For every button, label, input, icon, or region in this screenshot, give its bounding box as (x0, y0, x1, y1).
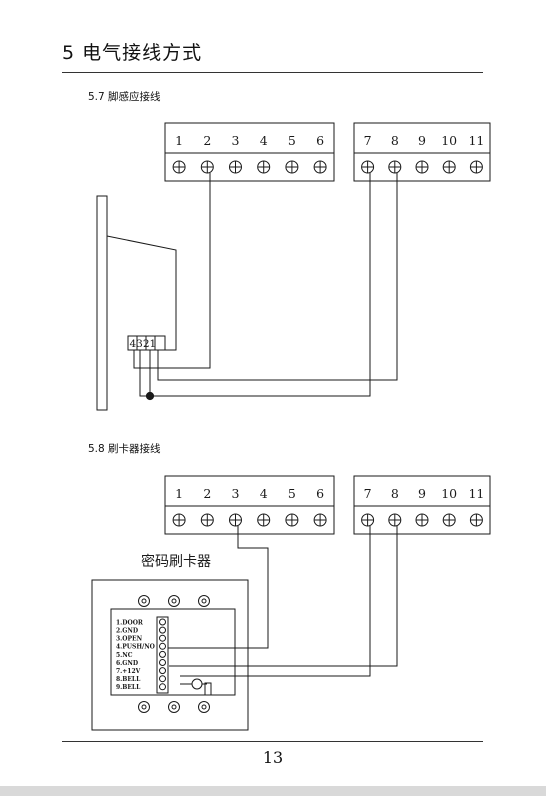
junction-dot (145, 391, 155, 401)
screw-terminal-icon (442, 160, 456, 174)
section-title-foot-sensor: 5.7 脚感应接线 (88, 91, 161, 103)
reader-terminal-strip (156, 616, 169, 694)
screw-terminal-icon (229, 513, 242, 527)
screw-terminal-icon (313, 160, 327, 174)
screw-terminal-icon (313, 513, 327, 527)
screw-terminal-icon (388, 160, 402, 174)
terminal-label: 10 (441, 486, 457, 501)
terminal-label: 7 (364, 133, 372, 148)
screw-terminal-icon (285, 160, 299, 174)
screw-terminal-icon (361, 160, 375, 174)
reader-pin-hole (159, 642, 166, 650)
reader-pin-label: 5.NC (116, 652, 133, 659)
terminal-label: 11 (468, 486, 484, 501)
screw-terminal-icon (415, 160, 429, 174)
terminal-label: 7 (364, 486, 372, 501)
reader-pin-labels: 1.DOOR 2.GND3.OPEN4.PUSH/NO5.NC6.GND7.+12… (116, 619, 155, 691)
terminal-label: 1 (175, 133, 183, 148)
chapter-title: 5 电气接线方式 (62, 42, 203, 64)
terminal-label: 1 (175, 486, 183, 501)
screw-terminal-icon (172, 513, 186, 527)
terminal-label: 6 (316, 133, 324, 148)
screw-terminal-icon (257, 160, 271, 174)
terminal-label: 8 (391, 486, 399, 501)
terminal-label: 4 (260, 133, 268, 148)
section-title-card-reader: 5.8 刷卡器接线 (88, 443, 161, 455)
reader-pin-label: 3.OPEN (116, 636, 143, 643)
reader-pin-label: 2.GND (116, 628, 138, 635)
screw-terminal-icon (415, 513, 429, 527)
reader-pin-hole (159, 675, 166, 683)
terminal-block-right-2: 7 8 9 10 11 (353, 475, 491, 535)
page-number: 13 (262, 748, 284, 767)
card-reader-device (91, 579, 249, 731)
sensor-connector-label: 4321 (130, 338, 157, 350)
screw-terminal-icon (200, 513, 214, 527)
screw-terminal-icon (229, 160, 242, 174)
screw-terminal-icon (442, 513, 456, 527)
terminal-label: 5 (288, 133, 296, 148)
card-reader-title: 密码刷卡器 (141, 553, 211, 570)
reader-pin-label: 7.+12V (116, 668, 141, 675)
terminal-label: 2 (203, 133, 211, 148)
reader-pin-hole (159, 659, 166, 666)
title-rule (62, 72, 483, 73)
terminal-label: 8 (391, 133, 399, 148)
terminal-label: 3 (232, 486, 240, 501)
reader-pin-hole (159, 618, 166, 626)
terminal-label: 6 (316, 486, 324, 501)
reader-pin-label: 8.BELL (116, 676, 141, 683)
reader-pin-label: 4.PUSH/NO (116, 644, 155, 651)
reader-pin-hole (159, 650, 166, 658)
foot-sensor-device (96, 195, 177, 411)
terminal-label: 10 (441, 133, 457, 148)
buzzer-icon (180, 678, 212, 696)
screw-terminal-icon (388, 513, 402, 527)
screw-terminal-icon (361, 513, 375, 527)
terminal-label: 4 (260, 486, 268, 501)
terminal-label: 3 (232, 133, 240, 148)
screw-terminal-icon (257, 513, 271, 527)
terminal-block-left-1: 1 2 3 4 5 6 (164, 122, 335, 182)
screw-terminal-icon (200, 160, 214, 174)
wires-foot-sensor (133, 173, 398, 401)
mounting-screw-icons (138, 595, 210, 713)
reader-pin-label: 6.GND (116, 660, 138, 667)
reader-pin-hole (159, 667, 166, 675)
terminal-label: 2 (203, 486, 211, 501)
page-bottom-strip (0, 786, 546, 796)
screw-terminal-icon (285, 513, 299, 527)
reader-pin-hole (159, 626, 166, 634)
terminal-label: 11 (468, 133, 484, 148)
terminal-label: 9 (418, 486, 426, 501)
terminal-block-left-2: 1 2 3 4 5 6 (164, 475, 335, 535)
screw-terminal-icon (469, 160, 483, 174)
terminal-label: 5 (288, 486, 296, 501)
reader-pin-hole (159, 683, 166, 691)
screw-terminal-icon (469, 513, 483, 527)
reader-pin-label: 1.DOOR (116, 619, 144, 626)
reader-pin-hole (159, 634, 166, 642)
reader-pin-label: 9.BELL (116, 684, 141, 691)
terminal-block-right-1: 7 8 9 10 11 (353, 122, 491, 182)
screw-terminal-icon (172, 160, 186, 174)
wires-card-reader (168, 526, 398, 677)
terminal-label: 9 (418, 133, 426, 148)
footer-rule (62, 741, 483, 742)
